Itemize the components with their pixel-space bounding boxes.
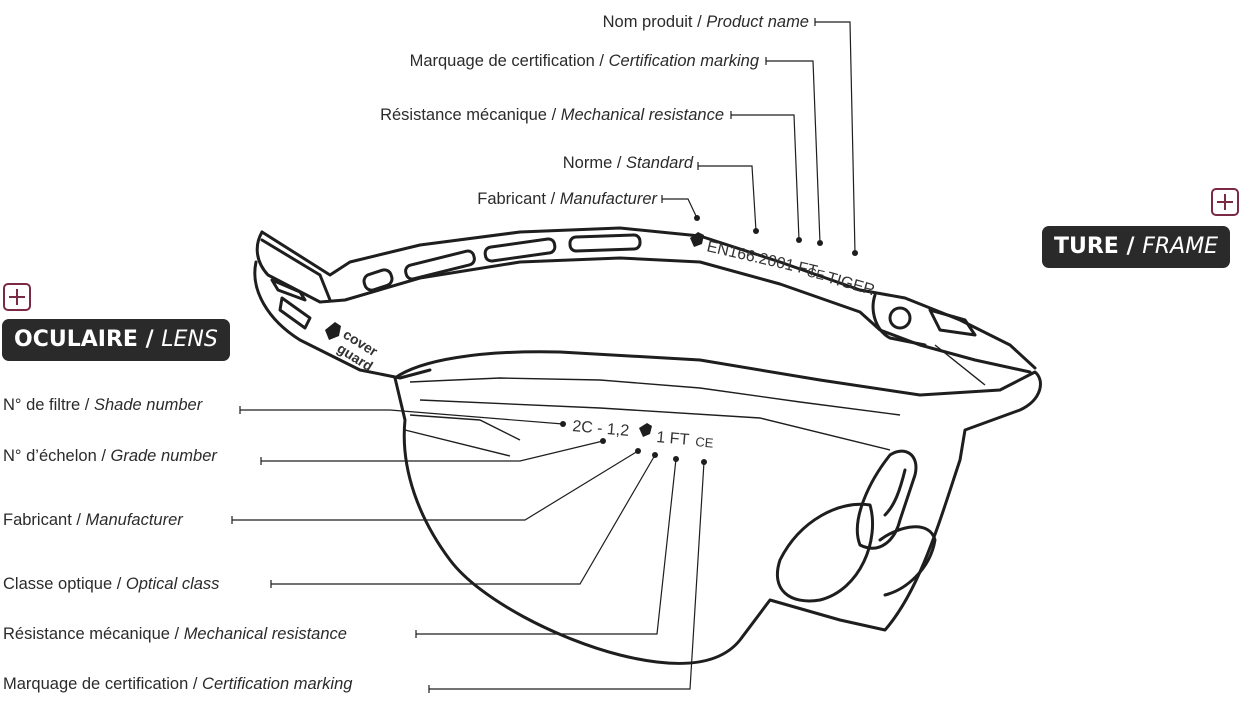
label-mechanical-resistance-lens: Résistance mécanique / Mechanical resist… xyxy=(3,624,347,644)
label-certification-marking-lens: Marquage de certification / Certificatio… xyxy=(3,674,352,694)
label-en: Grade number xyxy=(110,447,217,465)
label-fr: Résistance mécanique / xyxy=(380,106,561,124)
label-en: Mechanical resistance xyxy=(183,625,347,643)
frame-badge: TURE / FRAME xyxy=(1042,226,1231,268)
label-en: Manufacturer xyxy=(85,511,183,529)
lens-ce: CE xyxy=(695,434,715,451)
frame-leaders xyxy=(661,18,856,254)
label-fr: Classe optique / xyxy=(3,575,126,593)
label-en: Mechanical resistance xyxy=(560,106,724,124)
label-product-name: Nom produit / Product name xyxy=(603,12,809,32)
lens-outline xyxy=(393,350,1042,665)
label-fr: Marquage de certification / xyxy=(3,675,203,693)
frame-dots xyxy=(694,215,858,256)
label-en: Optical class xyxy=(125,575,220,593)
label-en: Product name xyxy=(706,13,809,31)
label-manufacturer-frame: Fabricant / Manufacturer xyxy=(477,189,657,209)
lens-marking: 2C - 1,2 xyxy=(572,418,630,440)
label-en: Certification marking xyxy=(202,675,353,693)
label-en: Standard xyxy=(626,154,693,172)
lens-badge: OCULAIRE / LENS xyxy=(2,319,230,361)
label-optical-class: Classe optique / Optical class xyxy=(3,574,219,594)
label-fr: N° de filtre / xyxy=(3,396,94,414)
lens-dots xyxy=(560,421,707,465)
label-fr: Fabricant / xyxy=(477,190,560,208)
label-standard: Norme / Standard xyxy=(563,153,693,173)
label-fr: Résistance mécanique / xyxy=(3,625,184,643)
label-manufacturer-lens: Fabricant / Manufacturer xyxy=(3,510,183,530)
lens-marking-2: 1 FT xyxy=(656,429,690,449)
frame-badge-italic: FRAME xyxy=(1142,234,1219,259)
label-certification-marking-frame: Marquage de certification / Certificatio… xyxy=(410,51,759,71)
label-fr: Fabricant / xyxy=(3,511,86,529)
label-fr: Marquage de certification / xyxy=(409,52,609,70)
label-en: Certification marking xyxy=(608,52,759,70)
label-shade-number: N° de filtre / Shade number xyxy=(3,395,202,415)
label-en: Shade number xyxy=(93,396,203,414)
lens-badge-bold: OCULAIRE / xyxy=(14,327,162,352)
lens-leaders xyxy=(231,406,705,693)
label-fr: Norme / xyxy=(562,154,627,172)
temple-ce: CE xyxy=(805,264,826,283)
frame-badge-bold: TURE / xyxy=(1054,234,1143,259)
label-mechanical-resistance-frame: Résistance mécanique / Mechanical resist… xyxy=(380,105,724,125)
label-en: Manufacturer xyxy=(559,190,657,208)
label-fr: N° d’échelon / xyxy=(3,447,111,465)
lens-badge-italic: LENS xyxy=(161,327,218,352)
expand-lens-plus-icon[interactable] xyxy=(3,283,31,311)
label-grade-number: N° d’échelon / Grade number xyxy=(3,446,217,466)
temple-marking: EN166:2001 FT xyxy=(705,238,819,280)
expand-frame-plus-icon[interactable] xyxy=(1211,188,1239,216)
label-fr: Nom produit / xyxy=(602,13,707,31)
temple-product: TIGER xyxy=(825,270,877,300)
